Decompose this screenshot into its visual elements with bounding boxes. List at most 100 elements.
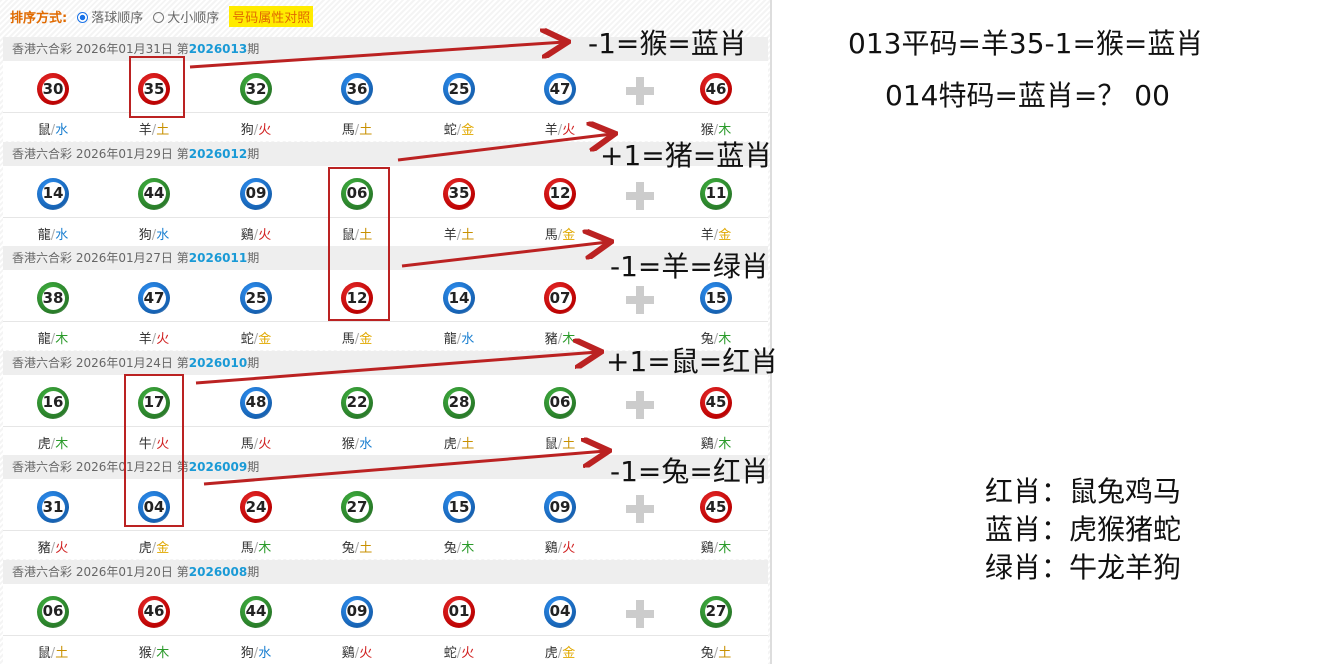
number-ball: 01 [443, 595, 475, 628]
zodiac-element: 鷄/火 [240, 227, 272, 243]
ball-number: 12 [345, 286, 369, 310]
zodiac-element: 龍/水 [443, 332, 475, 347]
ball-number: 16 [41, 391, 65, 414]
number-ball: 11 [700, 177, 732, 210]
zodiac-element: 羊/火 [544, 123, 576, 138]
zodiac-element: 兔/土 [700, 645, 732, 661]
element: 火 [562, 123, 576, 138]
annotation-label: -1=猴=蓝肖 [588, 27, 747, 60]
element: 木 [718, 332, 732, 347]
zodiac-element: 蛇/金 [240, 332, 272, 347]
zodiac: 豬 [37, 541, 51, 556]
element: 土 [718, 645, 732, 661]
element: 水 [461, 332, 475, 347]
draw-date: 2026年01月20日 [75, 564, 173, 579]
zodiac: 虎 [443, 436, 457, 452]
zodiac: 虎 [37, 436, 51, 452]
ball-number: 04 [548, 600, 572, 623]
element: 水 [258, 645, 272, 661]
ball-number: 35 [142, 77, 166, 101]
ball-number: 47 [142, 286, 166, 310]
element: 火 [156, 332, 170, 347]
ball-number: 04 [142, 495, 166, 519]
zodiac: 馬 [240, 436, 254, 452]
ball-number: 47 [548, 77, 572, 101]
zodiac: 虎 [544, 645, 558, 661]
number-ball: 45 [700, 386, 732, 419]
zodiac: 鼠 [341, 227, 355, 243]
sort-label: 排序方式: [10, 11, 68, 26]
zodiac: 豬 [544, 332, 558, 347]
number-ball: 46 [700, 73, 732, 105]
number-ball: 44 [138, 177, 170, 210]
issue-suffix: 期 [247, 42, 260, 56]
element: 木 [718, 541, 732, 556]
number-ball: 09 [240, 177, 272, 210]
zodiac: 狗 [240, 645, 254, 661]
sort-option-size-order[interactable]: 大小顺序 [153, 7, 219, 26]
number-ball: 04 [544, 595, 576, 628]
zodiac-element: 牛/火 [138, 436, 170, 452]
divider [3, 216, 768, 218]
issue-prefix: 第 [176, 355, 189, 370]
issue-prefix: 第 [176, 42, 189, 56]
element: 金 [461, 123, 475, 138]
ball-number: 31 [41, 495, 65, 519]
zodiac-element: 馬/金 [341, 332, 373, 347]
zodiac-element: 狗/水 [240, 645, 272, 661]
element: 木 [461, 541, 475, 556]
element: 火 [55, 541, 69, 556]
ball-number: 32 [244, 77, 268, 101]
element: 木 [55, 436, 69, 452]
element: 火 [258, 123, 272, 138]
element: 金 [258, 332, 272, 347]
annotation-label: +1=鼠=红肖 [606, 345, 779, 378]
number-ball: 31 [37, 491, 69, 523]
issue-prefix: 第 [176, 251, 189, 265]
number-ball: 28 [443, 386, 475, 419]
ball-number: 28 [447, 391, 471, 414]
draw-date: 2026年01月24日 [75, 355, 173, 370]
number-ball: 12 [544, 177, 576, 210]
annotation-label: +1=猪=蓝肖 [600, 139, 773, 172]
number-ball: 06 [341, 177, 373, 210]
ball-number: 11 [704, 182, 728, 205]
number-ball: 36 [341, 73, 373, 105]
divider [3, 112, 768, 113]
element: 土 [359, 123, 373, 138]
ball-number: 06 [345, 182, 369, 205]
zodiac-element: 馬/火 [240, 436, 272, 452]
number-ball: 04 [138, 491, 170, 523]
zodiac: 龍 [37, 227, 51, 243]
zodiac-element: 虎/金 [544, 645, 576, 661]
number-ball: 25 [240, 282, 272, 314]
issue-number: 2026008 [188, 564, 248, 579]
zodiac-element: 鷄/木 [700, 541, 732, 556]
zodiac-element: 鼠/土 [544, 436, 576, 452]
divider [3, 425, 768, 427]
zodiac-element: 蛇/金 [443, 123, 475, 138]
ball-number: 15 [447, 495, 471, 519]
number-ball: 16 [37, 386, 69, 419]
number-ball: 35 [138, 73, 170, 105]
sort-option-drop-order[interactable]: 落球顺序 [77, 7, 143, 26]
zodiac-element: 狗/水 [138, 227, 170, 243]
plus-icon [626, 495, 654, 523]
element: 土 [359, 227, 373, 243]
issue-suffix: 期 [247, 355, 260, 370]
ball-number: 14 [447, 286, 471, 310]
zodiac: 鼠 [37, 123, 51, 138]
zodiac: 兔 [443, 541, 457, 556]
element: 火 [359, 645, 373, 661]
ball-number: 35 [447, 182, 471, 205]
ball-number: 30 [41, 77, 65, 101]
zodiac-element: 豬/木 [544, 332, 576, 347]
zodiac-element: 鼠/土 [341, 227, 373, 243]
ball-number: 06 [41, 600, 65, 623]
attribute-table-link[interactable]: 号码属性对照 [229, 6, 314, 27]
number-ball: 35 [443, 177, 475, 210]
issue-prefix: 第 [176, 564, 189, 579]
ball-number: 12 [548, 182, 572, 205]
zodiac: 鷄 [700, 541, 714, 556]
zodiac-element: 豬/火 [37, 541, 69, 556]
